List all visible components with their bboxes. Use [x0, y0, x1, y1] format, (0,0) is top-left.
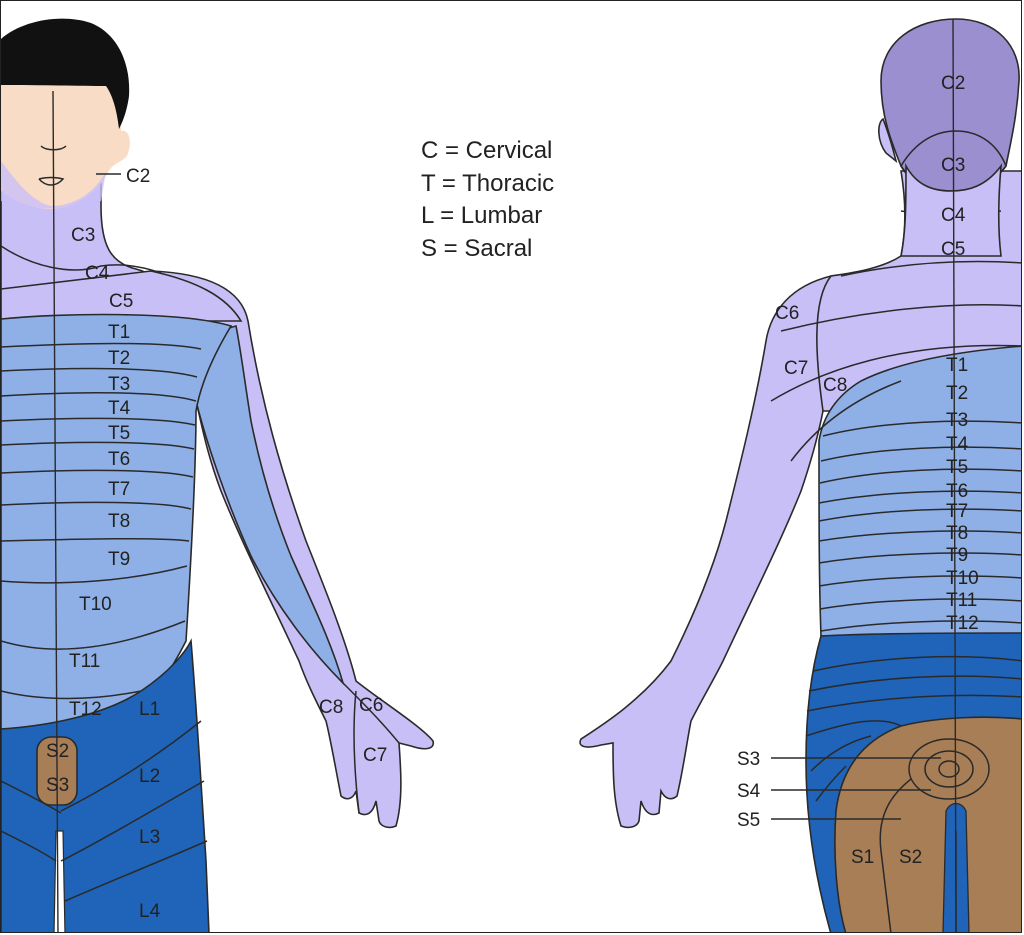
back-label-s2: S2 [899, 847, 922, 868]
back-label-c7: C7 [784, 358, 808, 379]
back-torso-thoracic [818, 345, 1021, 637]
back-label-t10: T10 [946, 568, 979, 589]
back-sacral [834, 716, 1021, 932]
front-label-s3: S3 [46, 775, 69, 796]
front-label-t11: T11 [69, 651, 100, 672]
front-label-l2: L2 [139, 766, 160, 787]
front-label-l3: L3 [139, 827, 160, 848]
back-label-s3: S3 [737, 749, 760, 770]
back-label-s1: S1 [851, 847, 874, 868]
front-label-t1: T1 [108, 322, 130, 343]
back-label-c6: C6 [775, 303, 799, 324]
legend: C = Cervical T = Thoracic L = Lumbar S =… [421, 137, 554, 262]
back-label-c3: C3 [941, 155, 965, 176]
back-label-t12: T12 [946, 613, 979, 634]
front-label-t9: T9 [108, 549, 130, 570]
back-label-s5: S5 [737, 810, 760, 831]
front-figure [1, 18, 435, 932]
front-labels: C2 C3 C4 C5 T1 T2 T3 T4 T5 T6 T7 T8 T9 T… [46, 166, 387, 922]
front-label-l4: L4 [139, 901, 161, 922]
back-label-t7: T7 [946, 501, 968, 522]
front-leg-gap [53, 830, 66, 932]
front-label-c6: C6 [359, 695, 383, 716]
front-label-l1: L1 [139, 699, 160, 720]
front-label-t3: T3 [108, 374, 130, 395]
back-arm [579, 274, 832, 829]
front-label-c8: C8 [319, 697, 343, 718]
back-label-s4: S4 [737, 781, 761, 802]
back-label-t3: T3 [946, 410, 968, 431]
front-label-c2: C2 [126, 166, 150, 187]
front-label-c5: C5 [109, 291, 133, 312]
back-label-t9: T9 [946, 545, 968, 566]
front-label-c4: C4 [85, 263, 110, 284]
legend-lumbar: L = Lumbar [421, 202, 542, 229]
front-label-t12: T12 [69, 699, 102, 720]
back-label-t6: T6 [946, 481, 968, 502]
front-jaw-c2 [1, 161, 106, 209]
front-label-c7: C7 [363, 745, 387, 766]
front-label-s2: S2 [46, 741, 69, 762]
legend-sacral: S = Sacral [421, 235, 532, 262]
legend-thoracic: T = Thoracic [421, 170, 554, 197]
back-label-t8: T8 [946, 523, 968, 544]
back-label-c5: C5 [941, 239, 965, 260]
front-label-t8: T8 [108, 511, 130, 532]
back-figure [579, 18, 1021, 932]
front-label-c3: C3 [71, 225, 95, 246]
front-label-t4: T4 [108, 398, 131, 419]
back-label-t5: T5 [946, 457, 968, 478]
back-label-c8: C8 [823, 375, 847, 396]
front-label-t7: T7 [108, 479, 130, 500]
back-label-c2: C2 [941, 73, 965, 94]
front-hair [1, 18, 130, 129]
front-label-t10: T10 [79, 594, 112, 615]
back-label-t11: T11 [946, 590, 977, 611]
front-label-t6: T6 [108, 449, 130, 470]
back-label-t4: T4 [946, 434, 969, 455]
front-label-t5: T5 [108, 423, 130, 444]
back-neck [900, 162, 1003, 257]
back-label-c4: C4 [941, 205, 966, 226]
legend-cervical: C = Cervical [421, 137, 552, 164]
back-label-t2: T2 [946, 383, 968, 404]
back-label-t1: T1 [946, 355, 968, 376]
front-arm-t1-strip [195, 325, 345, 686]
back-labels: C2 C3 C4 C5 C6 C7 C8 T1 T2 T3 T4 T5 T6 T… [737, 73, 979, 868]
front-label-t2: T2 [108, 348, 130, 369]
back-ear-left [878, 117, 898, 164]
